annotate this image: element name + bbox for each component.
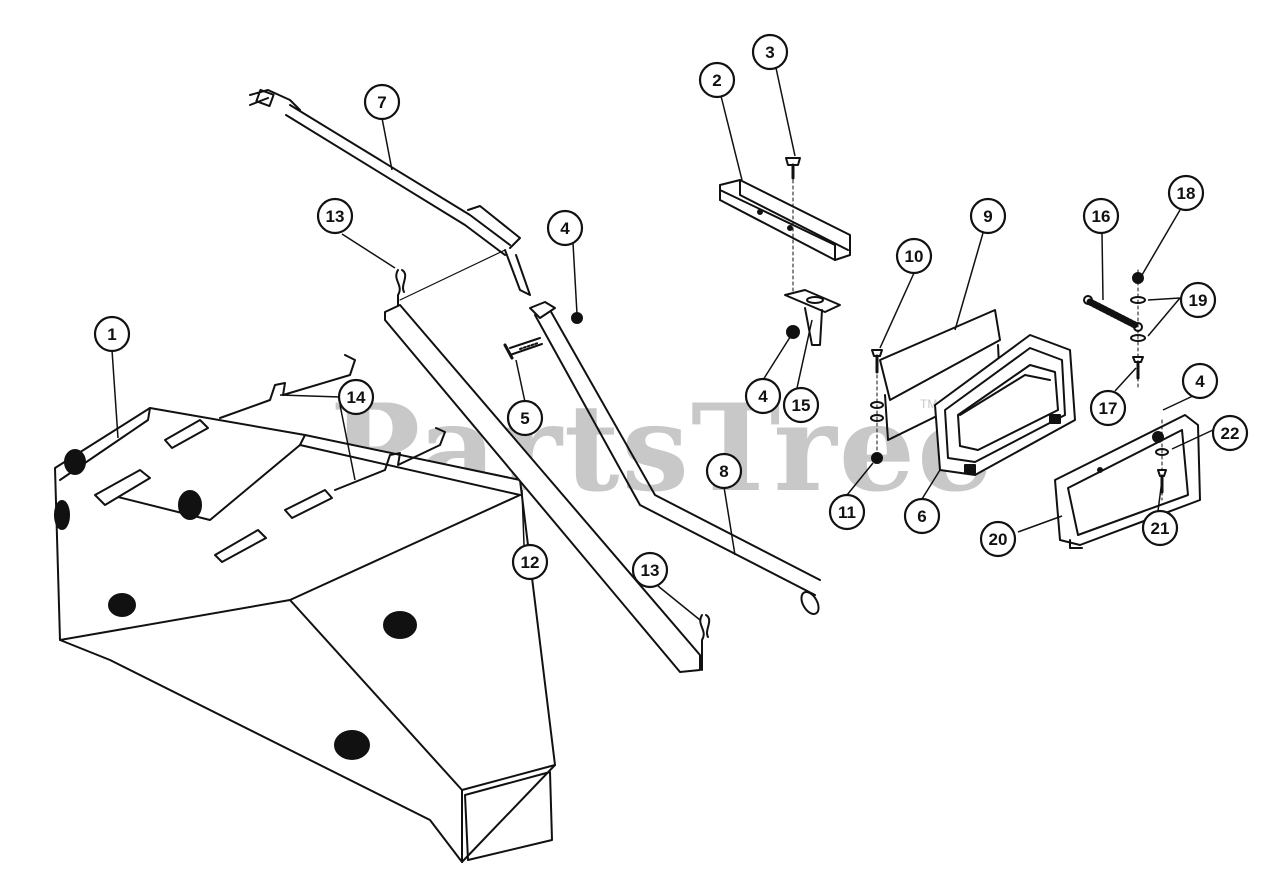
part-bolt-nut-rod — [503, 312, 583, 360]
callout-13-bottom: 13 — [631, 551, 669, 589]
svg-text:13: 13 — [641, 561, 660, 580]
svg-text:1: 1 — [107, 325, 116, 344]
callout-4-rod: 4 — [546, 209, 584, 247]
svg-text:3: 3 — [765, 43, 774, 62]
callout-13-top: 13 — [316, 197, 354, 235]
svg-text:9: 9 — [983, 207, 992, 226]
svg-text:2: 2 — [712, 71, 721, 90]
callout-1: 1 — [93, 315, 131, 353]
svg-text:7: 7 — [377, 93, 386, 112]
svg-text:19: 19 — [1189, 291, 1208, 310]
callout-4-plate: 4 — [1181, 362, 1219, 400]
svg-text:4: 4 — [758, 387, 768, 406]
part-bracket-channel — [719, 179, 851, 261]
callout-18: 18 — [1167, 174, 1205, 212]
callout-21: 21 — [1141, 509, 1179, 547]
part-bolt-3 — [785, 157, 801, 301]
svg-text:21: 21 — [1151, 519, 1170, 538]
callout-7: 7 — [363, 83, 401, 121]
callouts: 1 2 3 4 4 4 5 6 7 8 9 10 11 12 13 13 14 … — [93, 33, 1249, 589]
callout-4-bracket: 4 — [744, 377, 782, 415]
part-wire-link-rod — [384, 249, 701, 673]
callout-5: 5 — [506, 399, 544, 437]
callout-19: 19 — [1179, 281, 1217, 319]
part-wire-hooks — [219, 354, 446, 491]
svg-text:18: 18 — [1177, 184, 1196, 203]
leader-lines — [111, 67, 1214, 621]
callout-12: 12 — [511, 543, 549, 581]
callout-2: 2 — [698, 61, 736, 99]
svg-text:20: 20 — [989, 530, 1008, 549]
callout-17: 17 — [1089, 389, 1127, 427]
part-hardware-stack-17-19 — [1130, 269, 1146, 391]
part-lower-control-rod — [529, 301, 821, 615]
svg-text:4: 4 — [1195, 372, 1205, 391]
callout-16: 16 — [1082, 197, 1120, 235]
callout-11: 11 — [828, 493, 866, 531]
svg-text:17: 17 — [1099, 399, 1118, 418]
svg-text:22: 22 — [1221, 424, 1240, 443]
callout-15: 15 — [782, 386, 820, 424]
svg-text:5: 5 — [520, 409, 529, 428]
svg-text:12: 12 — [521, 553, 540, 572]
svg-text:16: 16 — [1092, 207, 1111, 226]
callout-10: 10 — [895, 237, 933, 275]
callout-20: 20 — [979, 520, 1017, 558]
part-cover-plate — [1054, 414, 1201, 549]
part-upper-control-rod — [249, 88, 531, 296]
svg-text:10: 10 — [905, 247, 924, 266]
callout-6: 6 — [903, 497, 941, 535]
part-bolt-washers-10-11 — [870, 349, 884, 464]
part-door-frame — [934, 334, 1076, 476]
callout-9: 9 — [969, 197, 1007, 235]
part-cotter-pins — [395, 269, 711, 671]
callout-8: 8 — [705, 452, 743, 490]
svg-text:4: 4 — [560, 219, 570, 238]
callout-3: 3 — [751, 33, 789, 71]
svg-text:15: 15 — [792, 396, 811, 415]
svg-text:14: 14 — [347, 388, 366, 407]
callout-22: 22 — [1211, 414, 1249, 452]
callout-14: 14 — [337, 378, 375, 416]
svg-text:13: 13 — [326, 207, 345, 226]
svg-text:8: 8 — [719, 462, 728, 481]
watermark-tm: TM — [920, 397, 937, 411]
svg-text:11: 11 — [838, 503, 856, 522]
part-bracket-15 — [784, 289, 841, 346]
part-discharge-chute — [54, 407, 556, 863]
svg-text:6: 6 — [917, 507, 926, 526]
